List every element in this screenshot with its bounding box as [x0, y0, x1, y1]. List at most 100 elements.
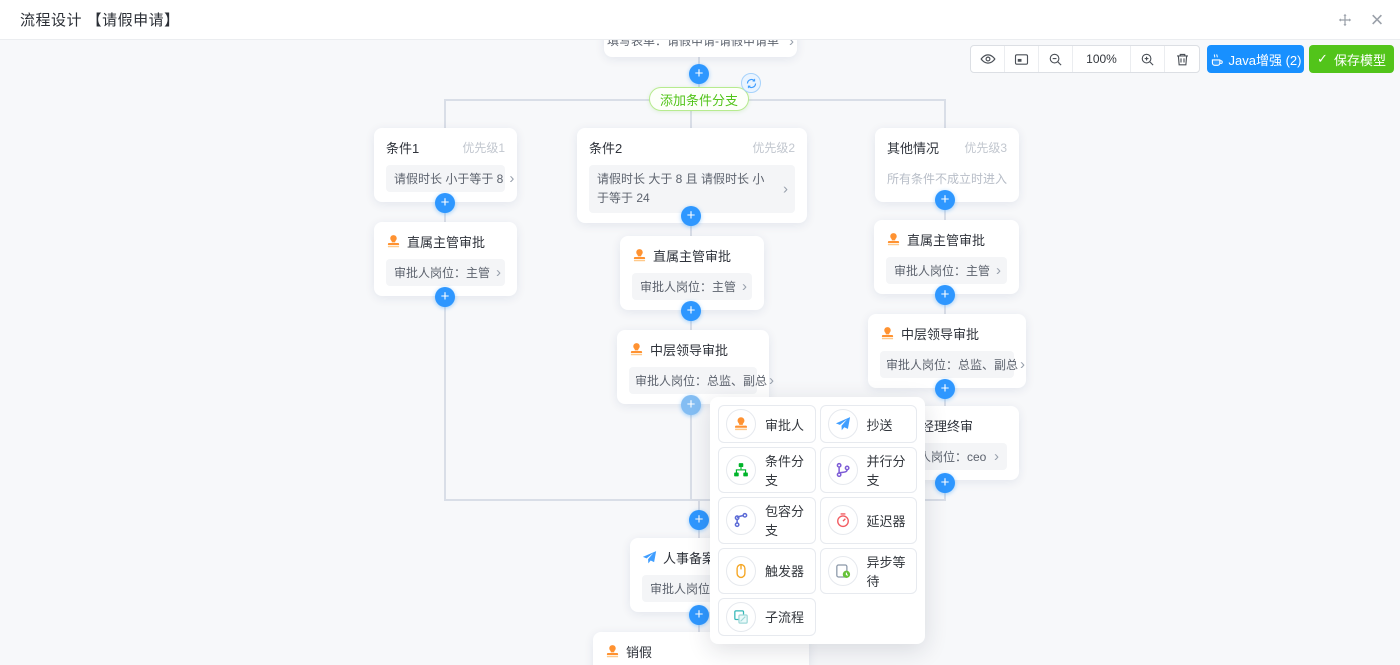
zoom-in-button[interactable] — [1131, 46, 1165, 72]
branch-merge-line — [444, 499, 946, 501]
node-title: 中层领导审批 — [650, 343, 729, 358]
popup-item-parallel-branch[interactable]: 并行分支 — [819, 447, 917, 494]
condition-node-1[interactable]: 条件1 优先级1 请假时长 小于等于 8 — [374, 128, 517, 202]
popup-item-label: 异步等待 — [866, 554, 906, 589]
add-node-button-active[interactable] — [681, 395, 701, 415]
popup-item-label: 触发器 — [765, 564, 805, 580]
chevron-right-icon — [783, 40, 794, 49]
start-form-node[interactable]: 填写表单：请假申请-请假申请单 — [604, 40, 797, 57]
node-detail: 审批人岗位：主管 — [894, 264, 991, 278]
stamp-icon — [605, 644, 620, 659]
stamp-icon — [632, 248, 647, 263]
condition-expression: 所有条件不成立时进入 — [887, 172, 1008, 186]
popup-item-label: 审批人 — [765, 417, 805, 433]
node-title: 直属主管审批 — [407, 235, 486, 250]
approver-node-right-1[interactable]: 直属主管审批 审批人岗位：主管 — [874, 220, 1019, 294]
popup-item-label: 并行分支 — [866, 454, 906, 489]
add-node-button[interactable] — [935, 379, 955, 399]
send-icon — [642, 550, 657, 565]
popup-item-delay[interactable]: 延迟器 — [819, 497, 917, 544]
flow-canvas[interactable]: 填写表单：请假申请-请假申请单 添加条件分支 条件1 优先级1 请假时长 小于等… — [0, 40, 1400, 665]
stamp-icon — [386, 234, 401, 249]
approver-node-mid-2[interactable]: 中层领导审批 审批人岗位：总监、副总 — [617, 330, 769, 404]
node-title: 直属主管审批 — [653, 249, 732, 264]
add-node-button[interactable] — [681, 206, 701, 226]
popup-item-subprocess[interactable]: 子流程 — [718, 597, 816, 636]
stamp-icon — [880, 326, 895, 341]
popup-item-approver[interactable]: 审批人 — [718, 405, 816, 444]
popup-item-label: 子流程 — [765, 610, 805, 626]
approver-node-left-1[interactable]: 直属主管审批 审批人岗位：主管 — [374, 222, 517, 296]
add-branch-label: 添加条件分支 — [659, 92, 738, 108]
popup-item-cc[interactable]: 抄送 — [819, 405, 917, 444]
minimap-button[interactable] — [1005, 46, 1039, 72]
chevron-right-icon — [777, 182, 788, 197]
chevron-right-icon — [490, 265, 501, 280]
stamp-icon — [886, 232, 901, 247]
popup-item-label: 抄送 — [866, 417, 893, 433]
add-node-button[interactable] — [689, 605, 709, 625]
java-icon — [1210, 53, 1223, 66]
node-detail: 审批人岗位：总监、副总 — [886, 358, 1019, 372]
canvas-toolbar: 100% — [970, 45, 1200, 73]
add-node-button[interactable] — [681, 301, 701, 321]
check-icon — [1317, 51, 1328, 67]
timer-icon — [827, 505, 858, 536]
chevron-right-icon — [767, 373, 774, 388]
condition-expression: 请假时长 大于 8 且 请假时长 小于等于 24 — [597, 172, 765, 206]
stamp-icon — [629, 342, 644, 357]
add-node-button[interactable] — [935, 285, 955, 305]
add-node-button[interactable] — [689, 510, 709, 530]
popup-item-async-wait[interactable]: 异步等待 — [819, 547, 917, 594]
stamp-icon — [726, 409, 756, 440]
node-detail: 审批人岗位：总监、副总 — [635, 374, 768, 388]
add-condition-branch-button[interactable]: 添加条件分支 — [649, 87, 749, 111]
parallel-branch-icon — [827, 455, 858, 486]
approver-node-mid-1[interactable]: 直属主管审批 审批人岗位：主管 — [620, 236, 764, 310]
save-button-label: 保存模型 — [1333, 52, 1386, 68]
add-node-button[interactable] — [935, 190, 955, 210]
chevron-right-icon — [503, 171, 514, 186]
condition-title: 条件2 — [589, 141, 623, 156]
node-title: 直属主管审批 — [907, 233, 986, 248]
popup-item-inclusive-branch[interactable]: 包容分支 — [718, 497, 816, 544]
inclusive-branch-icon — [726, 505, 756, 536]
zoom-level: 100% — [1073, 46, 1131, 72]
send-icon — [827, 409, 858, 440]
chevron-right-icon — [1018, 357, 1025, 372]
save-model-button[interactable]: 保存模型 — [1309, 45, 1394, 73]
approver-node-right-2[interactable]: 中层领导审批 审批人岗位：总监、副总 — [868, 314, 1026, 388]
popup-item-label: 条件分支 — [765, 454, 805, 489]
condition-title: 其他情况 — [887, 141, 940, 156]
window-header: 流程设计 【请假申请】 — [0, 0, 1400, 40]
sitemap-icon — [726, 455, 756, 486]
condition-expression: 请假时长 小于等于 8 — [394, 172, 504, 186]
node-title: 人事备案 — [663, 551, 716, 566]
priority-label: 优先级3 — [964, 141, 1007, 155]
chevron-right-icon — [990, 263, 1001, 278]
popup-empty-cell — [819, 597, 917, 636]
add-node-button[interactable] — [435, 193, 455, 213]
chevron-right-icon — [736, 279, 747, 294]
java-enhance-button[interactable]: Java增强 (2) — [1207, 45, 1304, 73]
popup-item-label: 延迟器 — [866, 513, 906, 529]
add-node-button[interactable] — [935, 473, 955, 493]
popup-item-condition-branch[interactable]: 条件分支 — [718, 447, 816, 494]
priority-label: 优先级2 — [752, 141, 795, 155]
zoom-out-button[interactable] — [1039, 46, 1073, 72]
close-icon[interactable] — [1368, 11, 1386, 29]
async-wait-icon — [827, 555, 858, 586]
preview-button[interactable] — [971, 46, 1005, 72]
delete-button[interactable] — [1165, 46, 1199, 72]
popup-item-label: 包容分支 — [765, 504, 805, 539]
popup-item-trigger[interactable]: 触发器 — [718, 547, 816, 594]
add-node-button[interactable] — [689, 64, 709, 84]
sync-icon[interactable] — [741, 73, 761, 93]
priority-label: 优先级1 — [462, 141, 505, 155]
node-title: 中层领导审批 — [901, 327, 980, 342]
add-node-button[interactable] — [435, 287, 455, 307]
node-detail: 审批人岗位：主管 — [640, 280, 737, 294]
node-title: 销假 — [626, 645, 653, 660]
java-button-label: Java增强 (2) — [1228, 52, 1302, 68]
fullscreen-icon[interactable] — [1336, 11, 1354, 29]
